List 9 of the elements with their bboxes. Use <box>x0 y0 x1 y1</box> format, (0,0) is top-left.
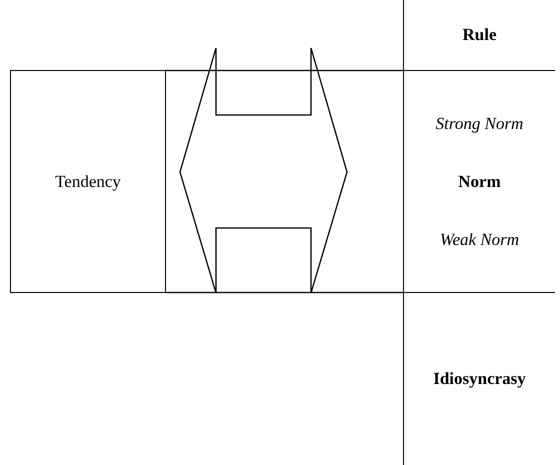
table-cell <box>10 70 166 293</box>
cell-text: Strong Norm <box>436 114 524 134</box>
cell-text: Norm <box>458 172 501 192</box>
cell-text: Weak Norm <box>440 230 520 250</box>
cell-text: Tendency <box>55 172 121 192</box>
table-cell <box>403 70 555 293</box>
double-arrow <box>179 47 348 294</box>
cell-text: Rule <box>462 25 496 45</box>
cell-text: Idiosyncrasy <box>433 368 526 388</box>
